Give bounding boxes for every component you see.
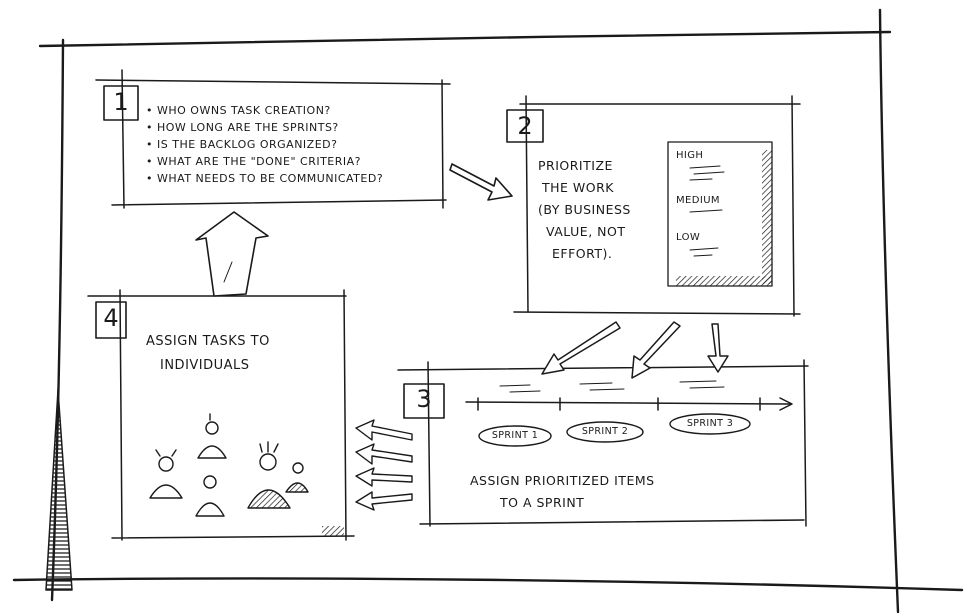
priority-high-label: High xyxy=(676,150,704,161)
panel-2-line: (By Business xyxy=(538,202,631,217)
sprint-3-label: Sprint 3 xyxy=(686,418,734,429)
question-item: How Long Are The Sprints? xyxy=(146,119,383,136)
panel-2-box xyxy=(506,95,801,317)
panel-1-question-list: Who Owns Task Creation? How Long Are The… xyxy=(146,102,383,187)
arrow-1-to-2 xyxy=(449,163,513,201)
question-item: Is The Backlog Organized? xyxy=(146,136,383,153)
arrow-4-to-1 xyxy=(195,211,269,297)
people-figures xyxy=(149,413,309,517)
panel-1-number: 1 xyxy=(113,88,129,116)
priority-medium-label: Medium xyxy=(676,195,720,206)
question-item: Who Owns Task Creation? xyxy=(146,102,383,119)
panel-3-box xyxy=(397,359,809,527)
priority-low-label: Low xyxy=(676,232,701,243)
panel-4-line: Individuals xyxy=(160,358,250,373)
panel-3-line: To A Sprint xyxy=(500,495,585,510)
panel-2-text: Prioritize The Work (By Business Value, … xyxy=(538,155,631,265)
panel-2-number: 2 xyxy=(517,112,533,140)
sprint-1-label: Sprint 1 xyxy=(491,430,539,441)
panel-2-line: Prioritize xyxy=(538,158,613,173)
arrows-3-to-4 xyxy=(355,419,413,511)
panel-1-box xyxy=(95,69,451,209)
panel-3-line: Assign Prioritized Items xyxy=(470,473,655,488)
panel-4-text: Assign Tasks To Individuals xyxy=(146,330,270,378)
panel-2-line: Effort). xyxy=(552,246,613,261)
panel-4-line: Assign Tasks To xyxy=(146,334,270,349)
panel-2-line: The Work xyxy=(542,180,614,195)
question-item: What Needs To Be Communicated? xyxy=(146,170,383,187)
outer-frame xyxy=(12,8,964,614)
panel-3-text: Assign Prioritized Items To A Sprint xyxy=(470,470,655,514)
question-item: What Are The "Done" Criteria? xyxy=(146,153,383,170)
panel-2-line: Value, Not xyxy=(546,224,626,239)
panel-4-box xyxy=(87,289,355,541)
panel-3-number: 3 xyxy=(416,385,432,413)
arrows-2-to-3 xyxy=(541,321,729,379)
panel-4-number: 4 xyxy=(103,304,119,332)
sprint-2-label: Sprint 2 xyxy=(581,426,629,437)
